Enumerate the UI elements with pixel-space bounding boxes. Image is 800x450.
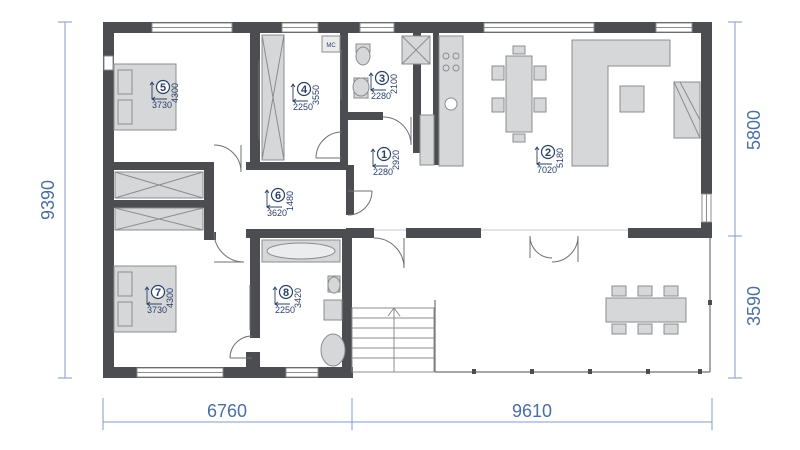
room-number-circle — [296, 81, 312, 97]
room-number-circle — [374, 70, 390, 86]
dimension-lines — [58, 21, 742, 430]
room-width: 2250 — [275, 305, 295, 315]
right-width-label: 9610 — [512, 401, 552, 421]
room-height: 3550 — [311, 85, 321, 105]
room-height: 3420 — [293, 288, 303, 308]
room-number: 2 — [545, 147, 551, 159]
room-height: 4300 — [170, 83, 180, 103]
wall-top — [103, 22, 712, 33]
lower-height-label: 3590 — [744, 286, 764, 326]
room-number-circle — [155, 79, 171, 95]
room-number: 7 — [155, 287, 161, 299]
room-width: 7020 — [537, 165, 557, 175]
room-width: 3730 — [152, 100, 172, 110]
room-height: 2100 — [389, 74, 399, 94]
doors — [213, 50, 579, 359]
wall-right — [701, 22, 712, 194]
terrace-table — [605, 297, 687, 323]
sofa — [571, 39, 671, 167]
room-number: 4 — [301, 84, 308, 96]
room-height: 2920 — [391, 150, 401, 170]
sink — [320, 333, 346, 367]
room-height: 1480 — [285, 191, 295, 211]
coffee-table — [619, 85, 645, 113]
room-number-circle — [278, 284, 294, 300]
room-number: 1 — [381, 149, 387, 161]
wall-left — [103, 22, 114, 378]
walls — [103, 22, 712, 378]
washer-label: MC — [326, 43, 336, 49]
dining-table — [505, 55, 533, 133]
room-number: 6 — [275, 190, 281, 202]
room-number-circle — [150, 284, 166, 300]
room-height: 4300 — [165, 288, 175, 308]
room-width: 2280 — [371, 91, 391, 101]
left-width-label: 6760 — [207, 401, 247, 421]
room-width: 2250 — [293, 102, 313, 112]
room-width: 3730 — [147, 305, 167, 315]
room-number-circle — [376, 146, 392, 162]
room-width: 2280 — [373, 167, 393, 177]
room-number: 8 — [283, 287, 289, 299]
overall-height-label: 9390 — [38, 180, 58, 220]
room-number-circle — [270, 187, 286, 203]
room-width: 3620 — [267, 208, 287, 218]
stairs — [351, 307, 435, 373]
wall-bottom — [103, 367, 353, 378]
upper-height-label: 5800 — [744, 110, 764, 150]
room-number: 5 — [160, 82, 166, 94]
room-number-circle — [540, 144, 556, 160]
room-number: 3 — [379, 73, 385, 85]
room-height: 5180 — [555, 148, 565, 168]
